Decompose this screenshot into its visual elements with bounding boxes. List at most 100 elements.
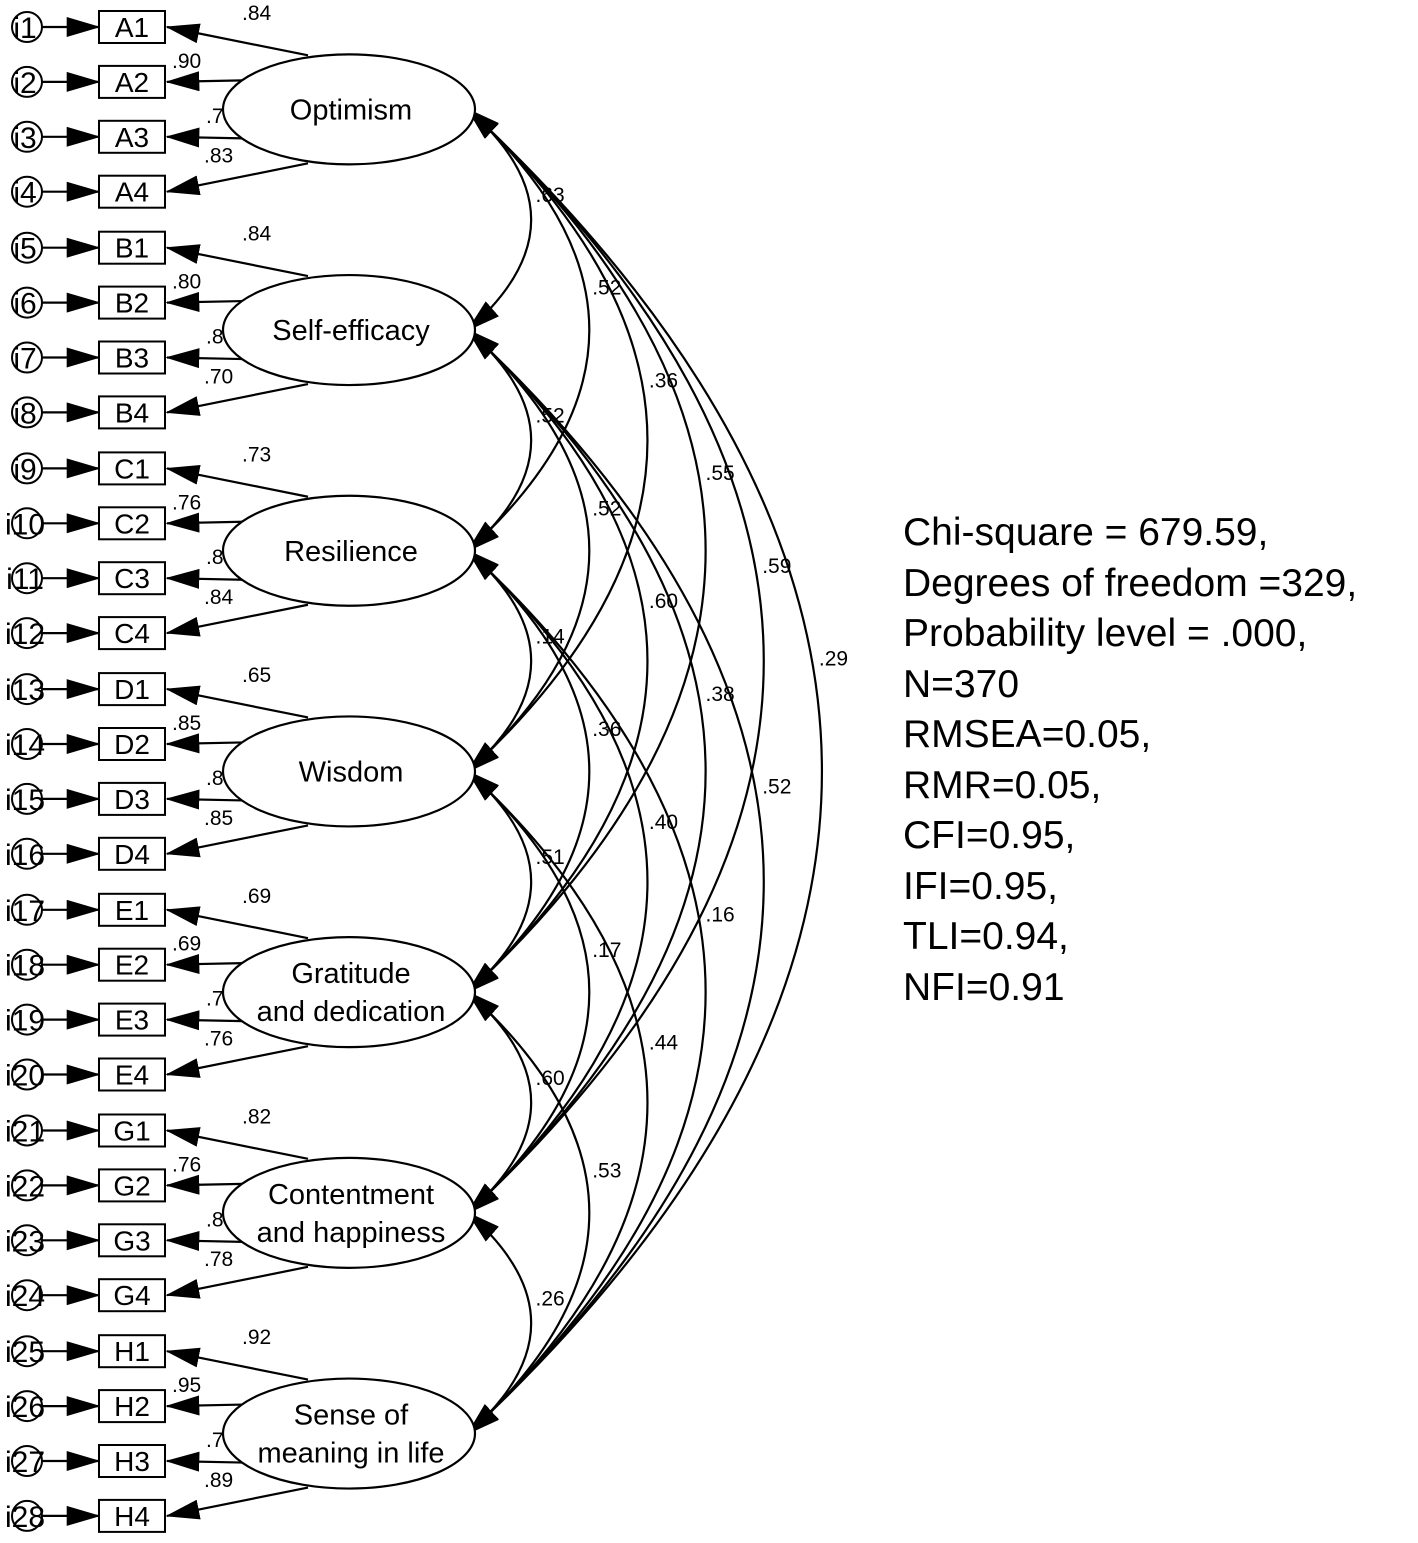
correlation-label-group: .36	[592, 718, 621, 741]
error-term-circle	[11, 1335, 43, 1368]
error-term-label: i27	[5, 1446, 45, 1479]
error-term-label: i7	[13, 343, 36, 376]
loading-arrow	[165, 685, 309, 719]
latent-label: Contentment	[268, 1179, 434, 1211]
indicator-box	[98, 561, 166, 596]
loading-label: .70	[204, 365, 233, 388]
error-term-circle	[11, 1114, 43, 1147]
indicator-label: E1	[115, 895, 149, 926]
loading-arrow	[165, 1347, 309, 1381]
latent-factor-se: Self-efficacy	[221, 273, 477, 387]
correlation-label: .55	[706, 462, 735, 485]
latent-ellipse	[221, 1377, 477, 1490]
loading-arrow	[165, 1486, 309, 1520]
loading-label: .84	[242, 223, 272, 246]
error-term-label: i18	[5, 950, 45, 983]
loading-label: .65	[242, 664, 271, 687]
correlation-layer: .63.52.36.55.59.29.52.52.60.38.52.14.36.…	[466, 108, 848, 1435]
loading-arrow	[165, 291, 244, 312]
error-term-circle	[11, 11, 43, 43]
indicator-label: D3	[114, 784, 150, 815]
indicator-label: E3	[115, 1005, 149, 1036]
error-term-label: i20	[5, 1060, 45, 1093]
error-term-circle	[11, 893, 43, 926]
indicator-label: H4	[114, 1501, 150, 1532]
error-term-circle	[11, 231, 43, 264]
indicator-box	[98, 230, 166, 265]
correlation-label: .53	[592, 1160, 621, 1183]
indicator-box	[98, 285, 166, 320]
error-term-label: i21	[5, 1116, 45, 1149]
correlation-arc	[466, 328, 707, 1215]
indicator-label: D1	[114, 674, 150, 705]
correlation-label: .51	[536, 846, 565, 869]
indicator-box	[98, 506, 166, 541]
correlation-label: .38	[706, 683, 735, 706]
error-term-circle	[11, 948, 43, 981]
loading-arrow	[165, 162, 309, 196]
correlation-label: .40	[649, 811, 678, 834]
loading-label: .84	[204, 586, 234, 609]
correlation-label: .14	[536, 625, 566, 648]
error-term-label: i25	[5, 1336, 45, 1369]
correlation-arc	[466, 108, 533, 332]
correlation-label-group: .44	[649, 1032, 679, 1055]
indicator-box	[98, 1389, 166, 1424]
loading-arrow	[165, 906, 309, 940]
latent-ellipse	[221, 1156, 477, 1269]
error-term-circle	[11, 396, 43, 429]
error-term-label: i12	[5, 618, 45, 651]
latent-label: Wisdom	[299, 756, 404, 788]
fit-rmr: RMR=0.05,	[903, 763, 1102, 807]
loading-arrow	[165, 1127, 309, 1160]
correlation-label-group: .60	[649, 590, 678, 613]
loading-layer: .84.90.76.83.84.80.84.70.73.76.88.84.65.…	[42, 2, 309, 1526]
loading-arrow	[165, 71, 244, 92]
correlation-label-group: .52	[592, 277, 621, 300]
error-term-circle	[11, 782, 43, 815]
correlation-label-group: .60	[536, 1067, 565, 1090]
latent-label: meaning in life	[258, 1438, 445, 1470]
indicator-label: D2	[114, 729, 150, 760]
loading-arrow	[165, 1230, 244, 1251]
error-term-label: i11	[6, 563, 44, 596]
correlation-label: .63	[536, 184, 565, 207]
error-term-label: i2	[13, 67, 36, 100]
latent-ellipse	[221, 494, 477, 607]
correlation-label: .60	[649, 590, 678, 613]
loading-label: .76	[172, 491, 201, 514]
loading-label: .80	[172, 271, 201, 294]
fit-degrees-of-freedom: Degrees of freedom =329,	[903, 561, 1358, 605]
latent-factor-res: Resilience	[221, 494, 477, 607]
loading-arrow	[165, 1010, 244, 1031]
correlation-label: .29	[819, 648, 848, 671]
loading-arrow	[165, 1395, 244, 1416]
error-term-label: i22	[5, 1170, 45, 1203]
correlation-label: .36	[649, 369, 678, 392]
correlation-label: .16	[706, 904, 735, 927]
indicator-label: H2	[114, 1391, 150, 1422]
correlation-label-group: .53	[592, 1160, 621, 1183]
loading-arrow	[165, 1451, 244, 1472]
loading-arrow	[165, 824, 309, 858]
error-term-circle	[11, 562, 43, 595]
correlation-arc	[466, 108, 649, 773]
indicator-label: A2	[115, 67, 149, 98]
indicator-label: A3	[115, 122, 149, 153]
latent-ellipse	[221, 273, 477, 387]
indicator-box	[98, 395, 166, 430]
latent-label: Optimism	[290, 94, 412, 126]
correlation-arc	[466, 108, 765, 1215]
error-term-circle	[11, 65, 43, 98]
correlation-label: .36	[592, 718, 621, 741]
